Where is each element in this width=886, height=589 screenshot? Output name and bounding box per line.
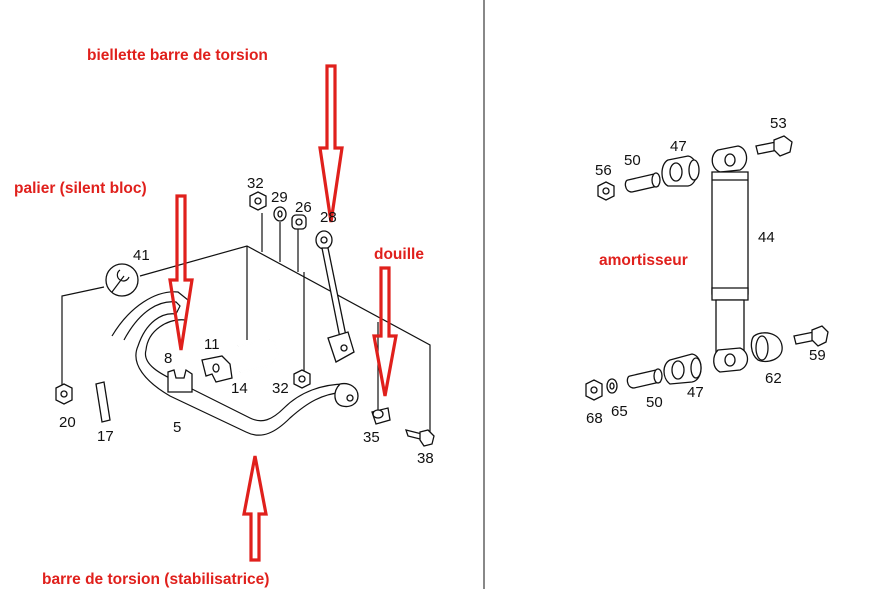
bushing-face-62: [755, 335, 769, 361]
arrow-barre: [242, 455, 268, 562]
part-number-32b: 32: [272, 380, 289, 397]
nut-hole-56: [602, 187, 610, 195]
bushing-hole-47b: [671, 360, 685, 380]
bushing-hole-26: [295, 218, 303, 226]
shock-absorber-assembly: [585, 135, 829, 401]
part-number-50a: 50: [624, 152, 641, 169]
shock-bottom-eye-hole: [724, 353, 736, 367]
sleeve-part-50b: [626, 369, 661, 389]
sleeve-end-50a: [651, 172, 661, 188]
part-number-38: 38: [417, 450, 434, 467]
link-rod-top-hole: [320, 236, 328, 244]
annotation-arrows: [168, 64, 398, 562]
part-number-29: 29: [271, 189, 288, 206]
part-number-47a: 47: [670, 138, 687, 155]
annotation-labels: biellette barre de torsion palier (silen…: [14, 47, 688, 588]
label-amortisseur: amortisseur: [599, 252, 688, 269]
nut-hole-20: [60, 390, 68, 398]
bracket-hole: [212, 363, 220, 373]
part-number-53: 53: [770, 115, 787, 132]
u-bolt-inner: [237, 338, 279, 373]
bolt-head-38: [419, 429, 435, 447]
part-number-14: 14: [231, 380, 248, 397]
label-barre: barre de torsion (stabilisatrice): [42, 571, 269, 588]
plate-part-17: [95, 381, 111, 423]
label-biellette: biellette barre de torsion: [87, 47, 268, 64]
part-number-5: 5: [173, 419, 181, 436]
label-palier: palier (silent bloc): [14, 180, 147, 197]
nut-hole-68: [590, 386, 598, 394]
part-number-59: 59: [809, 347, 826, 364]
link-rod-bottom-hole: [340, 344, 348, 352]
bushing-part-8: [167, 368, 193, 393]
shock-body-part-44: [711, 171, 749, 295]
part-number-26: 26: [295, 199, 312, 216]
arrow-palier: [168, 194, 194, 351]
part-number-44: 44: [758, 229, 775, 246]
part-number-17: 17: [97, 428, 114, 445]
bushing-hole-47a: [669, 162, 683, 182]
leader-line-20: [61, 286, 105, 387]
part-number-41: 41: [133, 247, 150, 264]
part-number-28: 28: [320, 209, 337, 226]
washer-hole-29: [277, 210, 283, 218]
washer-hole-65: [609, 382, 615, 390]
shock-lower-tube: [715, 299, 745, 353]
wrench-symbol-circle: [105, 263, 139, 297]
arrow-biellette: [318, 64, 344, 223]
part-number-68: 68: [586, 410, 603, 427]
link-rod-part-28: [321, 247, 347, 339]
part-number-50b: 50: [646, 394, 663, 411]
part-number-35: 35: [363, 429, 380, 446]
part-number-62: 62: [765, 370, 782, 387]
label-douille: douille: [374, 246, 424, 263]
part-number-11: 11: [204, 336, 220, 353]
shock-collar: [711, 287, 749, 301]
part-number-56: 56: [595, 162, 612, 179]
part-number-47b: 47: [687, 384, 704, 401]
stabilizer-assembly: [55, 191, 435, 447]
nut-hole-32a: [254, 197, 262, 205]
frame-line: [139, 245, 431, 432]
part-number-8: 8: [164, 350, 172, 367]
part-number-32a: 32: [247, 175, 264, 192]
arrow-douille: [372, 266, 398, 397]
shock-top-eye-hole: [724, 153, 736, 167]
part-number-20: 20: [59, 414, 76, 431]
bushing-part-35-top: [372, 409, 384, 419]
bushing-face-47a: [688, 159, 700, 181]
torsion-bar-outer: [123, 301, 345, 436]
part-number-labels: 32 29 26 28 41 11 8 14 32 20 17 5 35 38 …: [59, 115, 826, 467]
sleeve-part-50a: [624, 173, 659, 193]
sleeve-end-50b: [653, 368, 663, 384]
part-number-65: 65: [611, 403, 628, 420]
nut-hole-32b: [298, 375, 306, 383]
torsion-bar-eye-hole: [346, 394, 354, 402]
wrench-icon: [111, 269, 130, 293]
bolt-head-53: [773, 135, 793, 157]
bushing-face-47b: [690, 357, 702, 379]
torsion-bar-inner: [111, 291, 347, 422]
bolt-head-59: [811, 325, 829, 347]
torsion-bar-eye: [334, 382, 359, 408]
